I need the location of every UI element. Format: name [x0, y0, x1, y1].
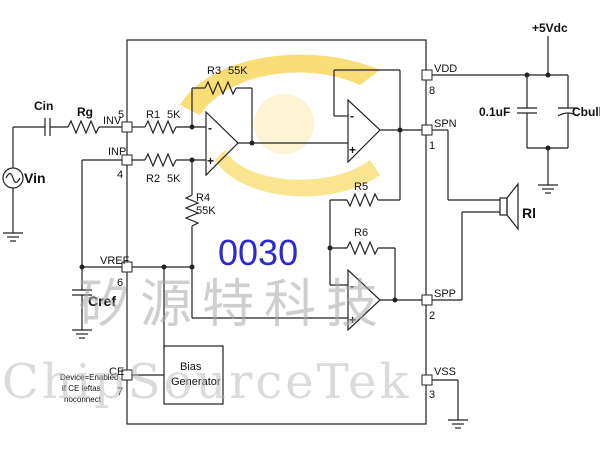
- r4-resistor: [184, 194, 200, 227]
- vss-pin: [421, 374, 433, 386]
- opamp-3-minus: -: [350, 279, 354, 293]
- vdd-pin-num: 8: [429, 85, 435, 97]
- r5-label: R5: [354, 181, 368, 193]
- spp-pin-name: SPP: [434, 288, 456, 300]
- ce-note-line-3: noconnect: [64, 395, 102, 404]
- r3-resistor: [204, 80, 237, 96]
- rl-label: Rl: [522, 205, 536, 221]
- vref-pin-num: 6: [117, 277, 123, 289]
- vdd-pin: [421, 69, 433, 81]
- r2-resistor: [144, 152, 177, 168]
- r6-label: R6: [354, 227, 368, 239]
- spn-pin: [421, 124, 433, 136]
- r3-value: 55K: [228, 65, 248, 77]
- opamp-2-plus: +: [349, 143, 356, 157]
- rg-resistor: [67, 119, 100, 135]
- vss-pin-name: VSS: [434, 366, 456, 378]
- spp-pin: [421, 294, 433, 306]
- cbulk-capacitor: [557, 75, 579, 148]
- r2-label: R2: [146, 173, 160, 185]
- watermark-chinese: 矽源特科技: [78, 275, 388, 335]
- ce-note-line-1: Device=Enabled: [60, 373, 118, 382]
- c-0-1uf: [517, 75, 537, 148]
- opamp-2-minus: -: [350, 109, 354, 123]
- bias-label-2: Generator: [171, 376, 221, 388]
- bias-generator: [163, 345, 224, 405]
- bias-label-1: Bias: [180, 361, 202, 373]
- r3-label: R3: [207, 65, 221, 77]
- vdd-pin-name: VDD: [434, 63, 457, 75]
- cref-capacitor: [72, 267, 92, 339]
- opamp-1-plus: +: [207, 154, 214, 168]
- rg-label: Rg: [77, 105, 93, 119]
- r1-label: R1: [146, 109, 160, 121]
- part-code: 0030: [218, 232, 298, 273]
- spn-pin-name: SPN: [434, 118, 457, 130]
- opamp-1-minus: -: [208, 121, 212, 135]
- cbulk-label: Cbulk: [572, 105, 600, 119]
- inv-pin-num: 5: [118, 109, 124, 121]
- r6-resistor: [346, 240, 379, 256]
- speaker-icon: [499, 182, 519, 231]
- supply-label: +5Vdc: [532, 21, 568, 35]
- inv-pin: [121, 121, 133, 133]
- vin-label: Vin: [24, 170, 46, 186]
- r5-resistor: [346, 192, 379, 208]
- vref-pin-name: VREF: [100, 255, 130, 267]
- r1-resistor: [144, 119, 177, 135]
- vss-pin-num: 3: [429, 389, 435, 401]
- opamp-2: [347, 98, 381, 164]
- inp-pin-num: 4: [117, 169, 123, 181]
- ce-pin-name: CE: [109, 366, 124, 378]
- inp-pin-name: INP: [108, 146, 126, 158]
- cref-label: Cref: [88, 293, 116, 309]
- inv-pin-name: INV: [103, 115, 122, 127]
- opamp-1: [205, 110, 239, 177]
- watermark-english: ChipSourceTek: [2, 354, 411, 410]
- spn-pin-num: 1: [429, 140, 435, 152]
- spp-pin-num: 2: [429, 310, 435, 322]
- chip-body: [126, 39, 427, 425]
- r4-value: 55K: [196, 205, 216, 217]
- r1-value: 5K: [167, 109, 181, 121]
- r4-label: R4: [196, 192, 210, 204]
- r2-value: 5K: [167, 173, 181, 185]
- cin-label: Cin: [34, 99, 53, 113]
- ce-note-line-2: if CE leftas: [62, 384, 101, 393]
- cin-capacitor: [44, 118, 51, 136]
- c-0-1uf-label: 0.1uF: [479, 105, 510, 119]
- watermark-logo: [180, 54, 380, 197]
- vin-source: [2, 127, 24, 242]
- opamp-3: [347, 268, 381, 332]
- opamp-3-plus: +: [349, 313, 356, 327]
- ce-pin-num: 7: [117, 386, 123, 398]
